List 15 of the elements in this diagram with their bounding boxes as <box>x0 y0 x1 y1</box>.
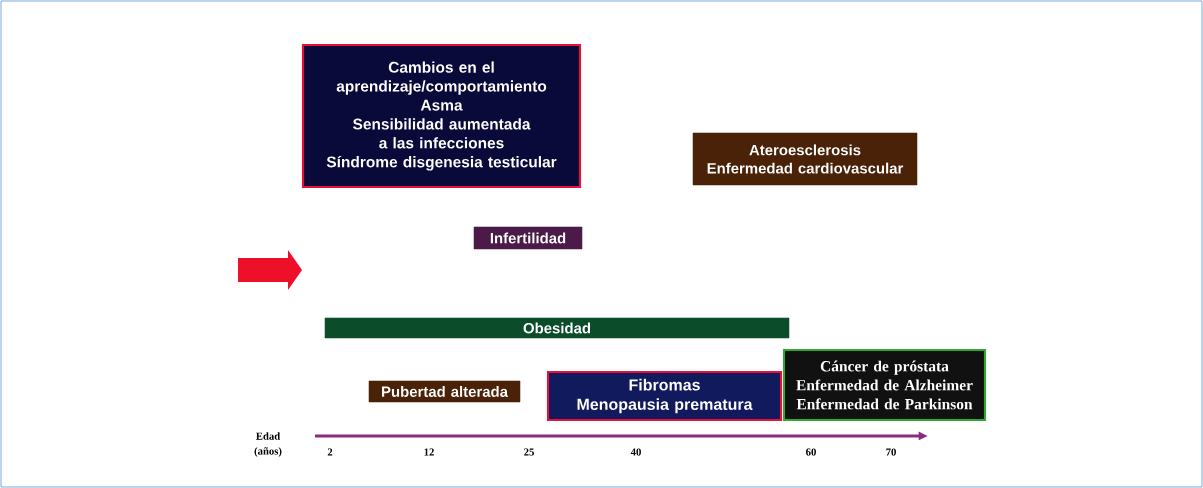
condition-box: Cambios en el aprendizaje/comportamiento Asma Sensibilidad aumentada a las infecciones Síndrome disgenesia testicular <box>301 43 582 189</box>
condition-box: Pubertad alterada <box>368 380 521 403</box>
tick-label: 70 <box>886 448 896 456</box>
tick-label: 40 <box>630 448 641 456</box>
condition-box: Infertilidad <box>473 226 583 250</box>
tick-label: 12 <box>424 448 434 456</box>
axis-title: Edad <box>256 432 281 440</box>
tick-label: 25 <box>524 448 534 456</box>
axis-title: (años) <box>254 447 282 457</box>
condition-box: Ateroesclerosis Enfermedad cardiovascular <box>692 132 918 186</box>
condition-box: Cáncer de próstata Enfermedad de Alzheimer Enfermedad de Parkinson <box>782 348 987 422</box>
tick-label: 2 <box>327 448 333 456</box>
condition-box: Fibromas Menopausia prematura <box>546 370 783 422</box>
timeline-bar: Obesidad <box>324 317 790 339</box>
tick-label: 60 <box>806 448 816 456</box>
